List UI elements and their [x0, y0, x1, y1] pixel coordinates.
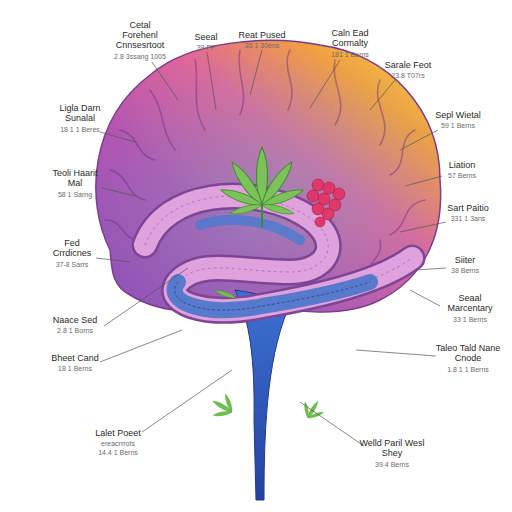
leader-line: [400, 222, 446, 232]
cannabis-leaflet: [261, 202, 295, 217]
part-label: Fed Crrdicnes: [47, 238, 97, 258]
brain-sulcus: [150, 90, 175, 150]
callout-number: 2.8 1 Borns: [45, 326, 105, 335]
part-label: Seeal: [181, 32, 231, 42]
raspberry-drupelet: [307, 190, 319, 202]
raspberry-drupelet: [333, 188, 345, 200]
callout-number: 57 Berns: [432, 171, 492, 180]
callout-number: 1.8 1 1 Berns: [435, 365, 501, 374]
leader-line: [370, 80, 395, 110]
callout-number: 18 1 Berns: [45, 364, 105, 373]
leader-line: [415, 268, 446, 270]
small-leaf: [224, 393, 234, 412]
callout-number: 58 1 Sarng: [45, 190, 105, 199]
callout-number: 23.8 T07rs: [378, 71, 438, 80]
part-label: Lalet Poeet: [83, 428, 153, 438]
callout-number: 14.4 1 Berns: [83, 448, 153, 457]
leader-line: [142, 370, 232, 432]
brain-sulcus: [378, 80, 385, 145]
leader-line: [405, 176, 442, 186]
callout-number: 18 1 1 Beres: [50, 125, 110, 134]
brain-sulcus: [120, 130, 155, 160]
leader-line: [100, 330, 182, 362]
part-label: Siiter: [435, 255, 495, 265]
callout-number: 39 PF: [181, 43, 231, 52]
raspberry-drupelet: [315, 217, 325, 227]
part-label: Liation: [432, 160, 492, 170]
brain-sulcus: [110, 170, 145, 200]
callout-number: 33 1 Berns: [439, 315, 501, 324]
leader-line: [104, 268, 188, 326]
leader-line: [100, 132, 135, 142]
leader-line: [310, 60, 340, 108]
part-label: Teoli Haarit Mal: [49, 168, 101, 188]
brain-shading: [96, 40, 441, 312]
small-leaf: [215, 289, 237, 300]
brain-sulcus: [195, 60, 205, 130]
callout-number: 2.8 3ssang 1005: [105, 52, 175, 61]
brain-sulcus: [390, 130, 415, 175]
part-label: Sepl Wietal: [428, 110, 488, 120]
callout-number: 331 1 3ans: [438, 214, 498, 223]
leader-line: [300, 402, 364, 446]
hippocampus-outline: [145, 196, 412, 310]
callout-number: 39 4 Berns: [357, 460, 427, 469]
part-label: Ligla Darn Sunalal: [56, 103, 104, 123]
raspberry-drupelet: [312, 179, 324, 191]
small-leaf: [304, 401, 310, 418]
brain-sulcus: [390, 200, 425, 235]
leader-line: [356, 350, 436, 356]
part-label: Caln Ead Cormalty: [320, 28, 380, 48]
leader-line: [400, 130, 438, 150]
leader-line: [410, 290, 440, 306]
small-leaf: [213, 410, 233, 417]
part-label: Seaal Marcentary: [439, 293, 501, 313]
part-label: Welld Paril Wesl Shey: [357, 438, 427, 458]
cannabis-leaflet: [229, 202, 263, 217]
part-label: Bheet Cand: [45, 353, 105, 363]
part-label: Reat Pused: [232, 30, 292, 40]
callout-number: 59 1 Berns: [428, 121, 488, 130]
callout-number: ereacrrrots: [83, 439, 153, 448]
raspberry-drupelet: [322, 208, 334, 220]
brain-sulcus: [334, 60, 341, 125]
hippocampus-texture: [145, 196, 412, 310]
callout-number: 33 1 30ens: [232, 41, 292, 50]
part-label: Naace Sed: [45, 315, 105, 325]
brain-sulcus: [239, 50, 244, 115]
callout-number: 37-8 Sarrs: [42, 260, 102, 269]
leader-line: [96, 258, 130, 262]
brain-sulcus: [287, 50, 292, 110]
blue-fiber-band: [175, 282, 370, 310]
callout-number: 38 Berns: [435, 266, 495, 275]
brain-outline: [96, 40, 441, 312]
leader-line: [207, 52, 216, 110]
leader-line: [102, 188, 135, 196]
small-leaf: [307, 411, 324, 420]
hippocampus-body: [145, 196, 412, 310]
blue-fiber-texture: [175, 282, 370, 310]
leader-line: [152, 62, 178, 100]
callout-number: 181 1 Berns: [320, 50, 380, 59]
cannabis-stem: [261, 205, 263, 227]
part-label: Sarale Feot: [378, 60, 438, 70]
blue-fiber-band: [200, 220, 300, 240]
part-label: Cetal Forehenl Cnnsesrtoot: [113, 20, 168, 50]
leader-line: [250, 50, 262, 95]
part-label: Taleo Tald Nane Cnode: [435, 343, 501, 363]
part-label: Sart Paitio: [438, 203, 498, 213]
